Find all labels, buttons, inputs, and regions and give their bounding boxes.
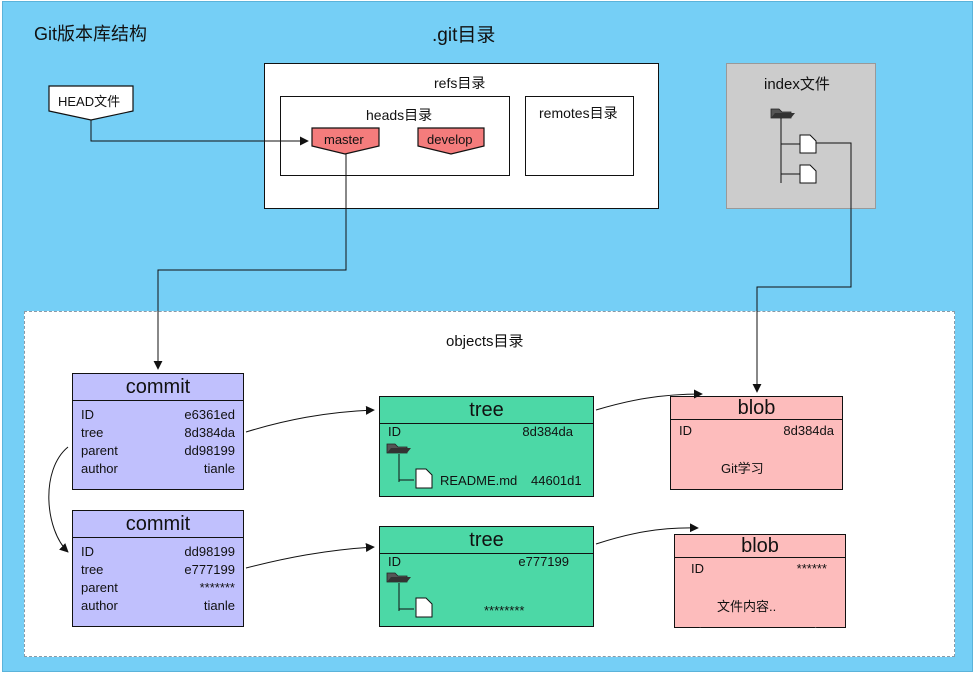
row-key: ID <box>81 407 94 422</box>
commit-card: commit ID e6361ed tree 8d384da parent dd981… <box>72 373 244 490</box>
blob-content: 文件内容.. <box>717 599 777 614</box>
row-value: tianle <box>203 461 235 476</box>
tree-entry-hash: 44601d1 <box>531 473 582 488</box>
develop-branch-label: develop <box>427 132 473 147</box>
row-key: parent <box>81 580 118 595</box>
blob-content: Git学习 <box>721 461 764 476</box>
folder-icon-flap <box>387 448 411 453</box>
file-icon <box>799 164 817 184</box>
git-dir-title: .git目录 <box>432 25 496 46</box>
heads-title: heads目录 <box>366 107 433 123</box>
watermark: 知乎 @一定买个大G <box>696 627 924 654</box>
row-value: ****** <box>796 561 827 576</box>
head-file-shape <box>48 85 134 121</box>
row-key: author <box>81 461 118 476</box>
tree-title: tree <box>380 397 593 424</box>
row-value: e777199 <box>518 554 569 569</box>
commit-title: commit <box>73 511 243 538</box>
commit-to-tree-arrow <box>245 405 375 433</box>
row-key: ID <box>691 561 704 576</box>
folder-icon-flap <box>387 577 411 582</box>
tree-card: tree ID e777199 ******** <box>379 526 594 627</box>
row-value: dd98199 <box>184 443 235 458</box>
tree-to-blob-arrow <box>595 389 703 411</box>
tree-entry-name: README.md <box>440 473 518 488</box>
blob-title: blob <box>671 397 842 420</box>
commit-title: commit <box>73 374 243 401</box>
remotes-title: remotes目录 <box>539 105 618 121</box>
master-branch-label: master <box>324 132 364 147</box>
develop-branch-shape <box>417 127 485 155</box>
row-key: ID <box>388 424 401 439</box>
index-to-blob-arrow <box>752 142 852 393</box>
row-key: tree <box>81 425 104 440</box>
tree-branch-line <box>780 118 800 183</box>
row-value: 8d384da <box>522 424 573 439</box>
tree-to-blob-arrow <box>595 523 699 545</box>
main-title: Git版本库结构 <box>34 24 148 44</box>
row-key: ID <box>81 544 94 559</box>
tree-entry-hash: ******** <box>484 603 525 618</box>
head-to-master-arrow <box>90 120 309 146</box>
row-key: parent <box>81 443 118 458</box>
tree-card: tree ID 8d384da README.md 44601d1 <box>379 396 594 497</box>
file-icon <box>415 597 433 618</box>
parent-link-arrow <box>48 446 69 553</box>
row-value: e777199 <box>184 562 235 577</box>
row-key: ID <box>679 423 692 438</box>
row-key: author <box>81 598 118 613</box>
blob-card: blob ID ****** 文件内容.. <box>674 534 846 628</box>
master-to-commit-arrow <box>153 154 347 370</box>
row-value: ******* <box>199 580 235 595</box>
objects-title: objects目录 <box>446 333 524 350</box>
row-key: ID <box>388 554 401 569</box>
blob-title: blob <box>675 535 845 558</box>
blob-card: blob ID 8d384da Git学习 <box>670 396 843 490</box>
tree-branch-line <box>398 454 414 482</box>
refs-title: refs目录 <box>434 75 486 91</box>
row-value: tianle <box>203 598 235 613</box>
commit-to-tree-arrow <box>245 543 375 569</box>
index-title: index文件 <box>764 76 830 93</box>
row-value: e6361ed <box>184 407 235 422</box>
row-key: tree <box>81 562 104 577</box>
row-value: 8d384da <box>184 425 235 440</box>
file-icon <box>799 134 817 154</box>
row-value: dd98199 <box>184 544 235 559</box>
row-value: 8d384da <box>783 423 834 438</box>
folder-icon-flap <box>771 113 795 118</box>
file-icon <box>415 468 433 489</box>
tree-branch-line <box>398 583 414 611</box>
remotes-directory <box>525 96 634 176</box>
commit-card: commit ID dd98199 tree e777199 parent *****… <box>72 510 244 627</box>
master-branch-shape <box>311 127 380 155</box>
head-file-label: HEAD文件 <box>58 94 121 109</box>
tree-title: tree <box>380 527 593 554</box>
